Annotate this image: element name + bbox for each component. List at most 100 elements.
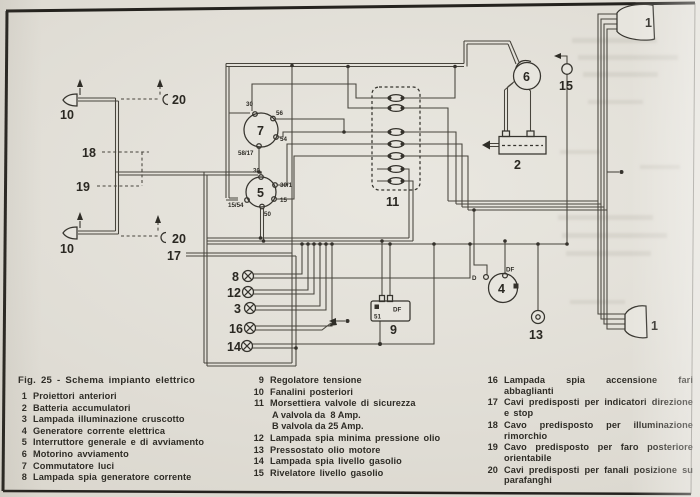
terminal-7-56: 56 [276,110,283,117]
label-10-bottom: 10 [60,242,74,256]
legend-item-number: 17 [487,397,498,408]
legend-item: 10 Fanalini posteriori [248,387,468,399]
terminal-4-d: D [472,275,477,282]
label-15: 15 [559,79,573,93]
terminal-7-58-17: 58/17 [238,150,254,157]
rear-lamp-bottom [62,212,83,240]
label-20-bottom: 20 [172,232,186,246]
legend-item-label: Fanalini posteriori [270,386,354,397]
fender-lamp-connector-bottom [155,215,167,244]
legend-item-number: 14 [253,456,264,467]
legend-item-number: 5 [21,437,27,448]
legend-item-number: 4 [21,425,27,436]
legend-item-label: Cavo predisposto per faro posteriore ori… [504,442,693,463]
legend-item: 5 Interruttore generale e di avviamento [18,437,244,449]
legend-item-number: 19 [487,442,498,453]
voltage-regulator [329,294,411,326]
legend-column-1: Fig. 25 - Schema impianto elettrico 1 Pro… [18,375,244,484]
legend-item: 11 Morsettiera valvole di sicurezza [248,398,468,410]
legend-item: 18 Cavo predisposto per illuminazione rim… [482,420,693,441]
oil-pressure-switch [530,309,546,325]
legend-item-number: 18 [487,419,498,430]
legend-item-label: Cavo predisposto per illuminazione rimor… [504,419,693,441]
label-14: 14 [227,340,241,354]
legend-item-number: 6 [21,448,27,459]
terminal-5-30-1: 30/1 [280,182,293,189]
legend-item-number: 1 [21,391,27,401]
label-16: 16 [229,322,243,336]
terminal-labels: 30 56 54 58/17 30 30/1 15 15/54 50 D DF … [228,101,514,321]
legend-item-label: Interruttore generale e di avviamento [33,437,205,448]
fuel-level-sensor [554,53,573,75]
label-2: 2 [514,158,521,172]
label-1-top: 1 [645,16,652,30]
headlight-top [616,3,656,41]
junction-dots [257,63,624,350]
figure-caption: Fig. 25 - Schema impianto elettrico [18,375,196,386]
legend-item-label: Lampada spia livello gasolio [270,456,402,467]
legend-item: 14 Lampada spia livello gasolio [248,456,468,468]
legend-item-label: Lampada illuminazione cruscotto [33,414,185,425]
legend-item-number: 15 [253,467,264,478]
label-6: 6 [523,70,530,84]
label-17: 17 [167,249,181,263]
terminal-7-30: 30 [246,101,253,108]
label-18: 18 [82,146,96,160]
legend-item-label: Motorino avviamento [33,448,129,459]
legend-subline: A valvola da 8 Amp. [272,409,361,420]
legend-item: 2 Batteria accumulatori [18,403,244,415]
headlight-bottom [624,305,648,339]
label-20-top: 20 [172,93,186,107]
terminal-4-df: DF [506,267,514,274]
terminal-5-15-54: 15/54 [228,202,244,209]
terminal-9-df: DF [393,307,401,314]
label-5: 5 [257,186,264,200]
legend-item: 19 Cavo predisposto per faro posteriore o… [482,442,693,463]
rear-lamp-top [62,79,83,107]
legend-item-number: 2 [21,402,27,413]
ignition-switch [244,174,278,210]
starter-motor [512,59,542,91]
warning-lamps [240,269,257,353]
legend-item-label: Generatore corrente elettrica [33,425,166,436]
legend-item-number: 10 [253,386,264,397]
legend-item-number: 20 [487,464,498,475]
legend-item-label: Morsettiera valvole di sicurezza [270,398,416,409]
legend-item: 3 Lampada illuminazione cruscotto [18,414,244,426]
legend-subline: B valvola da 25 Amp. [272,421,364,432]
label-3: 3 [234,302,241,316]
legend-item-number: 11 [254,398,264,409]
terminal-9-51: 51 [374,314,381,321]
legend-item-number: 9 [258,375,264,385]
legend-item-label: Batteria accumulatori [33,402,131,413]
legend-item: 6 Motorino avviamento [18,449,244,461]
label-4: 4 [498,282,505,296]
terminal-5-30: 30 [253,168,260,175]
light-switch [243,111,279,149]
legend-item-label: Lampada spia generatore corrente [33,472,192,483]
legend-item-label: Proiettori anteriori [33,391,117,401]
battery [482,130,547,155]
legend-item-number: 3 [21,414,27,425]
fender-lamp-connector-top [157,79,169,106]
legend-item-label: Lampada spia accensione fari abbaglianti [504,375,693,396]
wiring-harness [78,13,625,367]
terminal-7-54: 54 [280,136,287,143]
legend-item-label: Pressostato olio motore [270,444,381,455]
legend-item-label: Commutatore luci [33,460,115,471]
label-8: 8 [232,270,239,284]
